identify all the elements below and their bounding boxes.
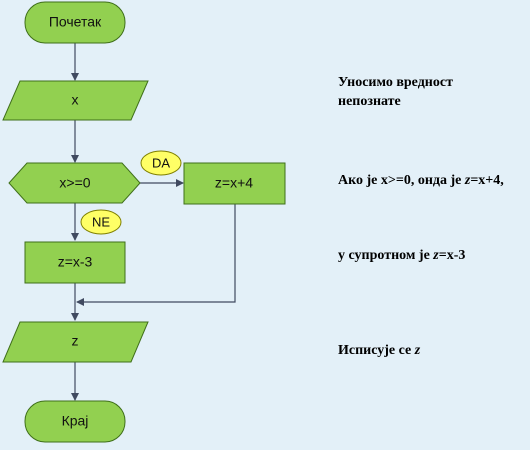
connector-yes-merge [76, 204, 236, 306]
no-process-label: z=x-3 [58, 254, 93, 270]
yes-process-label: z=x+4 [215, 175, 253, 191]
output-label: z [72, 333, 79, 349]
start-terminator [24, 1, 126, 44]
note-decision-var: z [464, 173, 471, 188]
note-decision-prefix: Ако је x>=0, онда је [338, 173, 465, 188]
no-process-box [24, 241, 126, 284]
input-label: x [72, 92, 79, 108]
note-output: Исписује се z [338, 341, 420, 360]
note-input-line1: Уносимо вредност [338, 75, 453, 90]
end-terminator [24, 400, 126, 443]
end-label: Крај [62, 413, 89, 429]
note-decision-expr: =x+4, [470, 173, 504, 188]
note-input: Уносимо вредност непознате [338, 73, 453, 111]
note-output-var: z [414, 343, 421, 358]
input-parallelogram [2, 80, 149, 121]
note-output-prefix: Исписује се [338, 343, 415, 358]
note-decision: Ако је x>=0, онда је z=x+4, [338, 171, 504, 190]
note-else-expr: =x-3 [438, 248, 466, 263]
note-input-line2: непознате [338, 94, 401, 109]
note-else-var: z [433, 248, 439, 263]
yes-badge-label: DA [152, 155, 170, 170]
no-badge [80, 209, 122, 235]
output-parallelogram [2, 321, 149, 363]
note-else-prefix: у супротном је [338, 248, 434, 263]
start-label: Почетак [49, 14, 102, 30]
decision-label: x>=0 [59, 175, 90, 191]
note-else: у супротном је z=x-3 [338, 246, 465, 265]
yes-badge [140, 150, 182, 176]
yes-process-box [183, 162, 286, 205]
decision-hexagon [8, 162, 141, 204]
no-badge-label: NE [92, 214, 110, 229]
